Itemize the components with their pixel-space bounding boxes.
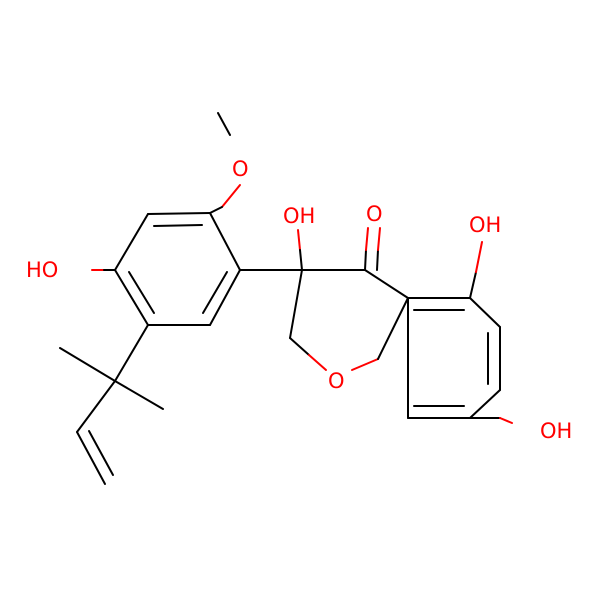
oxygen-bonds: [91, 184, 513, 424]
bond-quat-vinyl: [76, 380, 116, 433]
bond-ar-c7-c8: [469, 389, 501, 419]
bond-aryl-c2-c3: [114, 213, 149, 271]
bond-ketone-b: [377, 227, 381, 251]
atom-c7-oh: OH: [540, 419, 572, 443]
bond-ar-c5-c6: [469, 297, 501, 328]
bond-c7-oh: [499, 417, 513, 424]
bond-vinyl-double-b: [88, 430, 114, 476]
atom-phenol-oh: HO: [26, 258, 58, 282]
atom-labels: O HO OH O OH O OH: [26, 157, 572, 443]
bond-ketone-b-c: [376, 249, 379, 271]
bond-aryl-c5-c6: [209, 269, 241, 326]
bond-aryl-c5-c6-inner: [202, 271, 228, 314]
bond-c3-oh-c: [299, 249, 303, 271]
bond-ketone-a-c: [364, 249, 367, 271]
atom-ring-o: O: [328, 369, 345, 393]
bond-c2-o1-c: [289, 337, 310, 356]
bond-o-methoxy-ring: [221, 184, 241, 208]
bond-ketone-a: [365, 227, 369, 251]
bond-c4-c4a: [364, 269, 409, 299]
atom-methoxy-o: O: [232, 157, 249, 181]
bond-aryl-c3-c4: [114, 269, 149, 326]
bond-o1-c8a: [351, 358, 379, 371]
bond-aryl-c6-c1: [209, 212, 241, 271]
bond-c3-c2: [289, 269, 303, 339]
bond-c3-oh: [297, 229, 301, 251]
bond-c5-oh: [475, 241, 483, 273]
bond-aryl-c1-c2-inner: [153, 224, 203, 227]
bond-c5-oh-c: [469, 271, 477, 299]
bond-aryl-c3-c4-inner: [128, 271, 155, 314]
atom-c5-oh: OH: [469, 213, 501, 237]
bond-quat-me2: [114, 380, 164, 410]
bond-quat-me1: [59, 347, 116, 382]
bond-c2-o1: [308, 354, 327, 371]
bond-o-methoxy-ring-c: [209, 206, 223, 214]
carbon-bonds: [59, 112, 501, 485]
atom-c3-oh: OH: [283, 204, 315, 228]
bond-aryl-c1-c2: [147, 212, 211, 215]
bond-methyl-o: [217, 112, 231, 136]
bond-vinyl-double-a: [76, 431, 106, 485]
bond-aryl-quat: [114, 324, 149, 382]
atom-ketone-o: O: [366, 202, 383, 226]
bond-o1-c8a-c: [377, 297, 409, 360]
